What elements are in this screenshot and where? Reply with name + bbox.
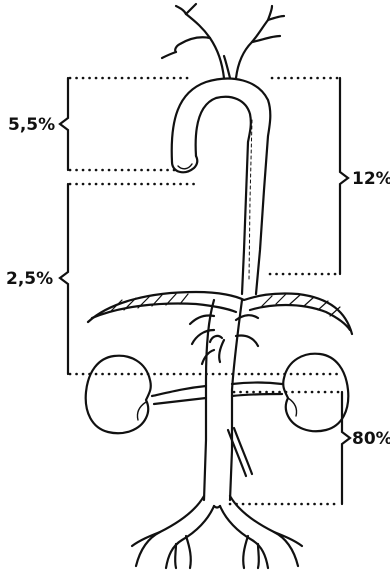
bracket-middle-left — [60, 184, 340, 374]
label-5-5-percent: 5,5% — [8, 115, 55, 135]
iliac-arteries — [132, 496, 302, 568]
label-80-percent: 80% — [352, 429, 390, 449]
bracket-upper-right — [270, 78, 348, 274]
aortic-arch-branches — [162, 4, 284, 78]
bracket-lower-right — [230, 392, 350, 504]
kidney-left — [86, 356, 151, 434]
label-12-percent: 12% — [352, 169, 390, 189]
anatomy — [86, 4, 352, 568]
renal-arteries — [152, 383, 282, 405]
label-2-5-percent: 2,5% — [6, 269, 53, 289]
diaphragm — [88, 292, 352, 334]
aortic-arch — [172, 79, 271, 294]
abdominal-aorta — [190, 300, 258, 500]
